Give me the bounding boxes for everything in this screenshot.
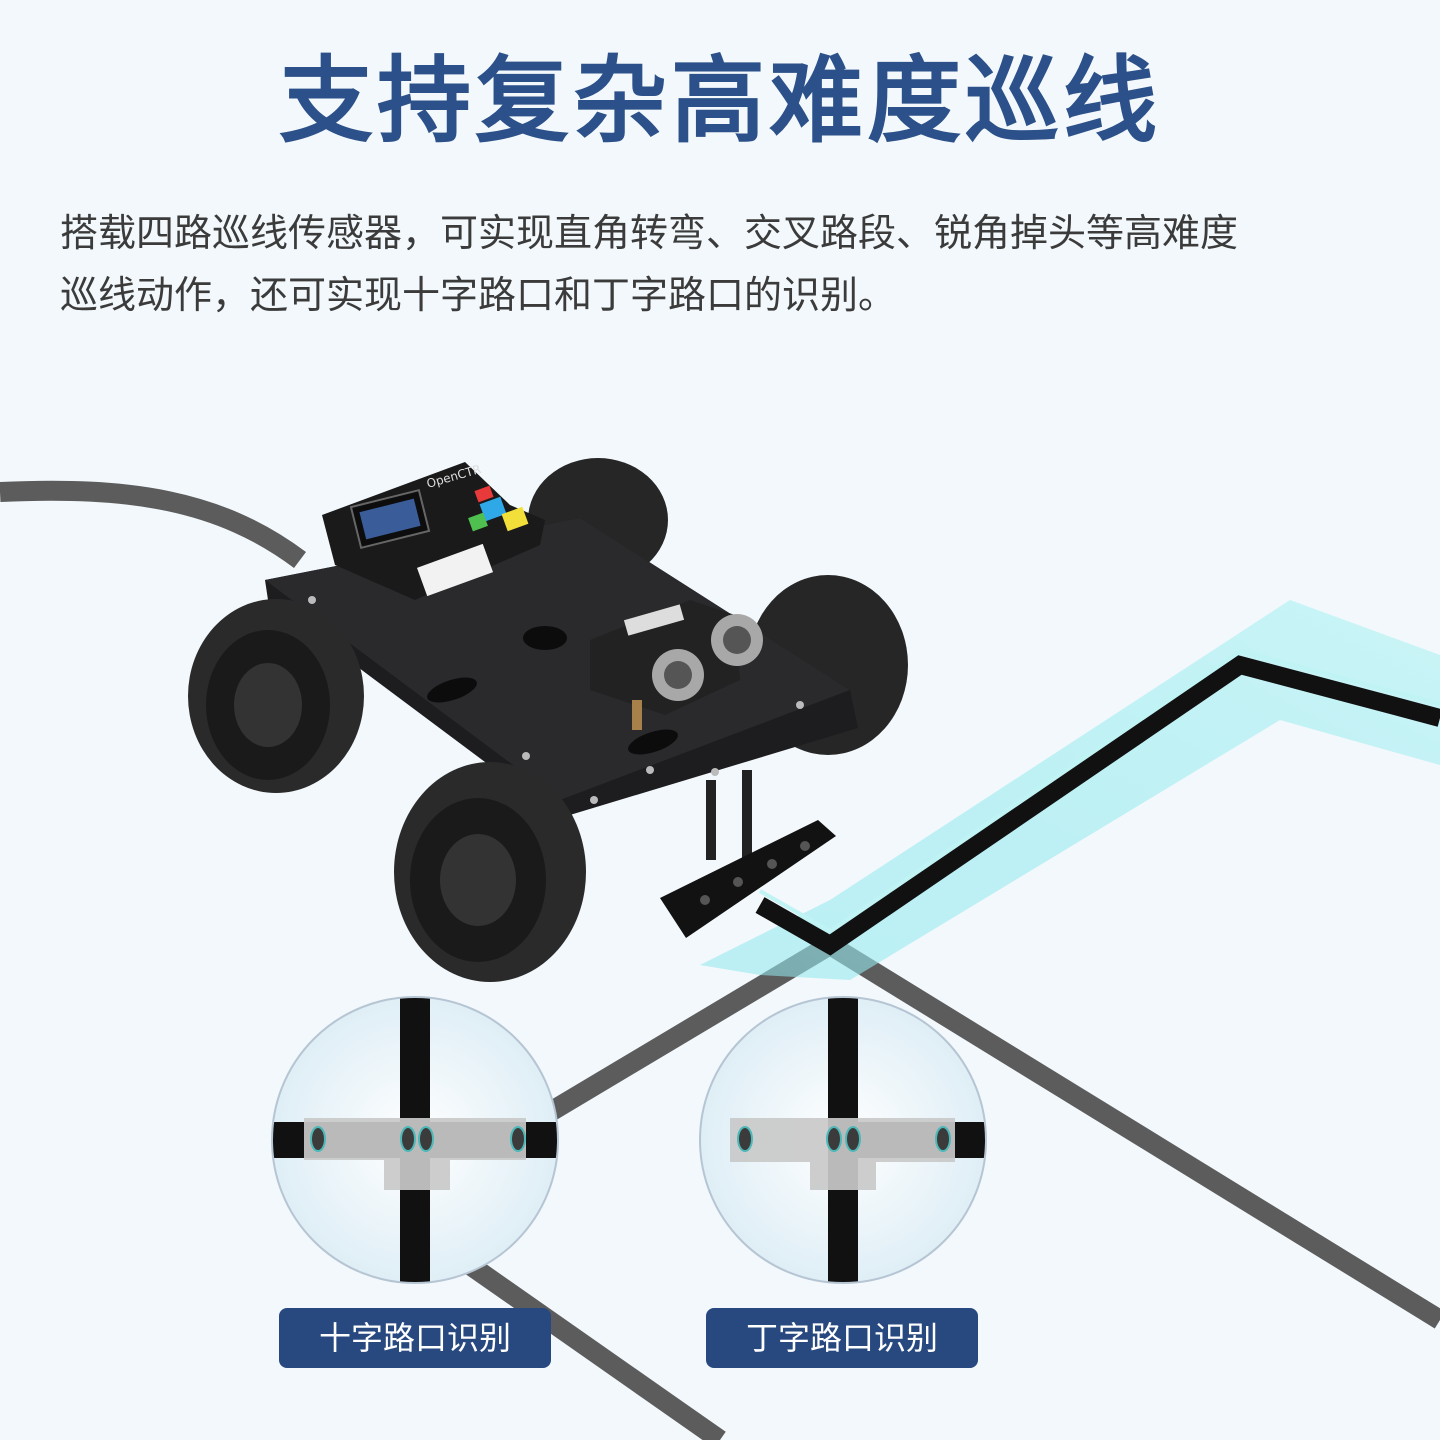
cross-intersection-diagram: [271, 996, 559, 1284]
description-line-2: 巡线动作，还可实现十字路口和丁字路口的识别。: [60, 273, 897, 317]
description-line-1: 搭载四路巡线传感器，可实现直角转弯、交叉路段、锐角掉头等高难度: [60, 211, 1239, 255]
black-track-line: [755, 655, 1440, 956]
robot-car: OpenCTR: [188, 458, 908, 982]
cross-intersection-label: 十字路口识别: [279, 1308, 551, 1368]
description: 搭载四路巡线传感器，可实现直角转弯、交叉路段、锐角掉头等高难度 巡线动作，还可实…: [60, 202, 1380, 326]
page-title: 支持复杂高难度巡线: [278, 47, 1161, 156]
t-intersection-diagram: [699, 996, 987, 1284]
t-intersection-label: 丁字路口识别: [706, 1308, 978, 1368]
